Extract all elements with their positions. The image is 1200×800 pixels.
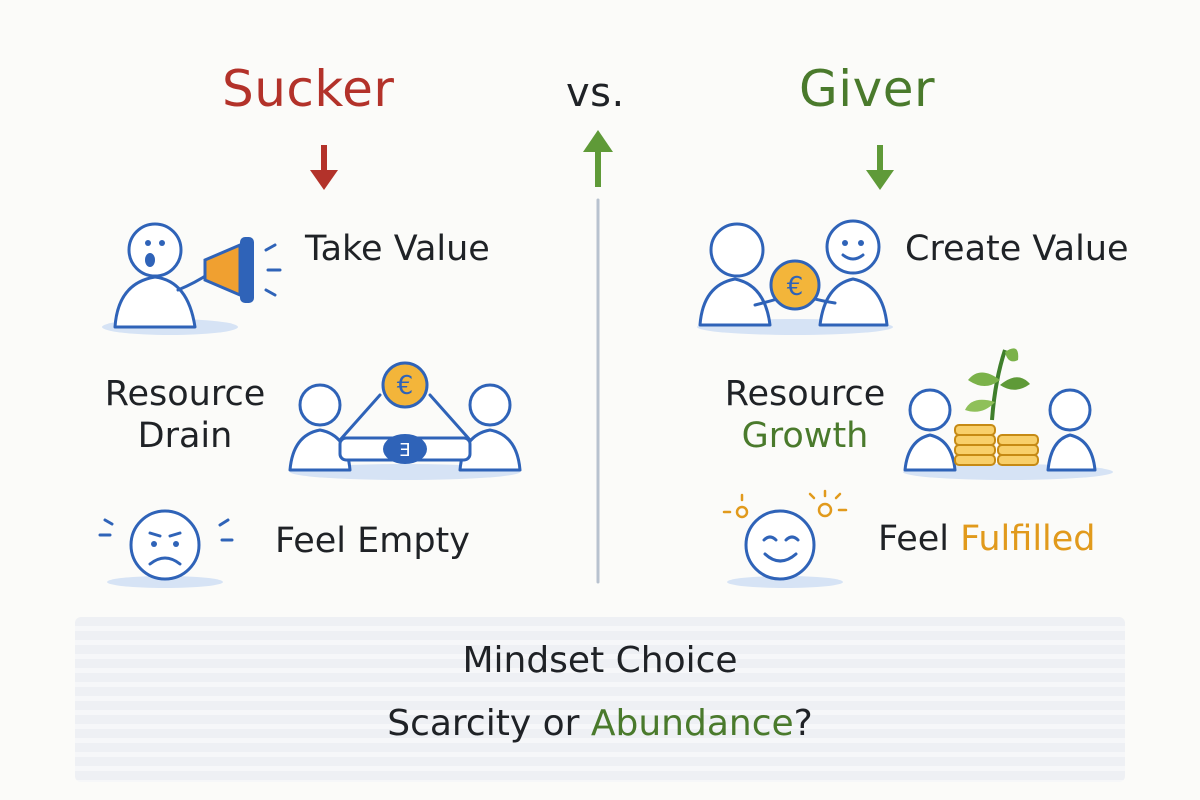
giver-down-arrow-icon <box>784 145 970 190</box>
footer-heading: Mindset Choice <box>462 640 738 681</box>
fulfilled-word: Fulfilled <box>960 519 1096 559</box>
sucker-title: Sucker <box>222 60 395 118</box>
resource-drain-label: Resource Drain <box>100 373 270 457</box>
take-value-label: Take Value <box>305 229 490 269</box>
svg-text:Ǝ: Ǝ <box>399 440 410 461</box>
svg-text:€: € <box>397 371 414 401</box>
megaphone-person-icon <box>102 222 282 335</box>
footer-band <box>75 617 1125 782</box>
feel-empty-label: Feel Empty <box>275 521 470 561</box>
resource-growth-line1: Resource <box>724 374 886 414</box>
vs-label: vs. <box>566 70 625 116</box>
footer-question: Scarcity or Abundance? <box>0 703 1200 744</box>
resource-growth-line2: Growth <box>741 416 869 456</box>
feel-word: Feel <box>878 519 950 559</box>
abundance-word: Abundance <box>590 703 794 744</box>
create-value-label: Create Value <box>905 229 1129 269</box>
happy-face-icon <box>722 489 848 588</box>
scarcity-or: Scarcity or <box>387 703 580 744</box>
question-mark: ? <box>793 703 813 744</box>
giver-title: Giver <box>799 60 936 118</box>
resource-drain-line2: Drain <box>137 416 233 456</box>
svg-text:€: € <box>787 272 804 302</box>
resource-growth-icon <box>903 348 1113 480</box>
resource-drain-icon: € Ǝ <box>288 361 522 480</box>
feel-fulfilled-label: Feel Fulfilled <box>878 518 1096 560</box>
resource-drain-line1: Resource <box>104 374 266 414</box>
value-exchange-icon: € <box>697 219 893 335</box>
center-up-arrow-icon <box>583 130 613 187</box>
resource-growth-label: Resource Growth <box>710 373 900 457</box>
sparkle-icon <box>722 489 848 519</box>
sucker-down-arrow-icon <box>226 145 417 190</box>
sad-face-icon <box>98 509 234 588</box>
